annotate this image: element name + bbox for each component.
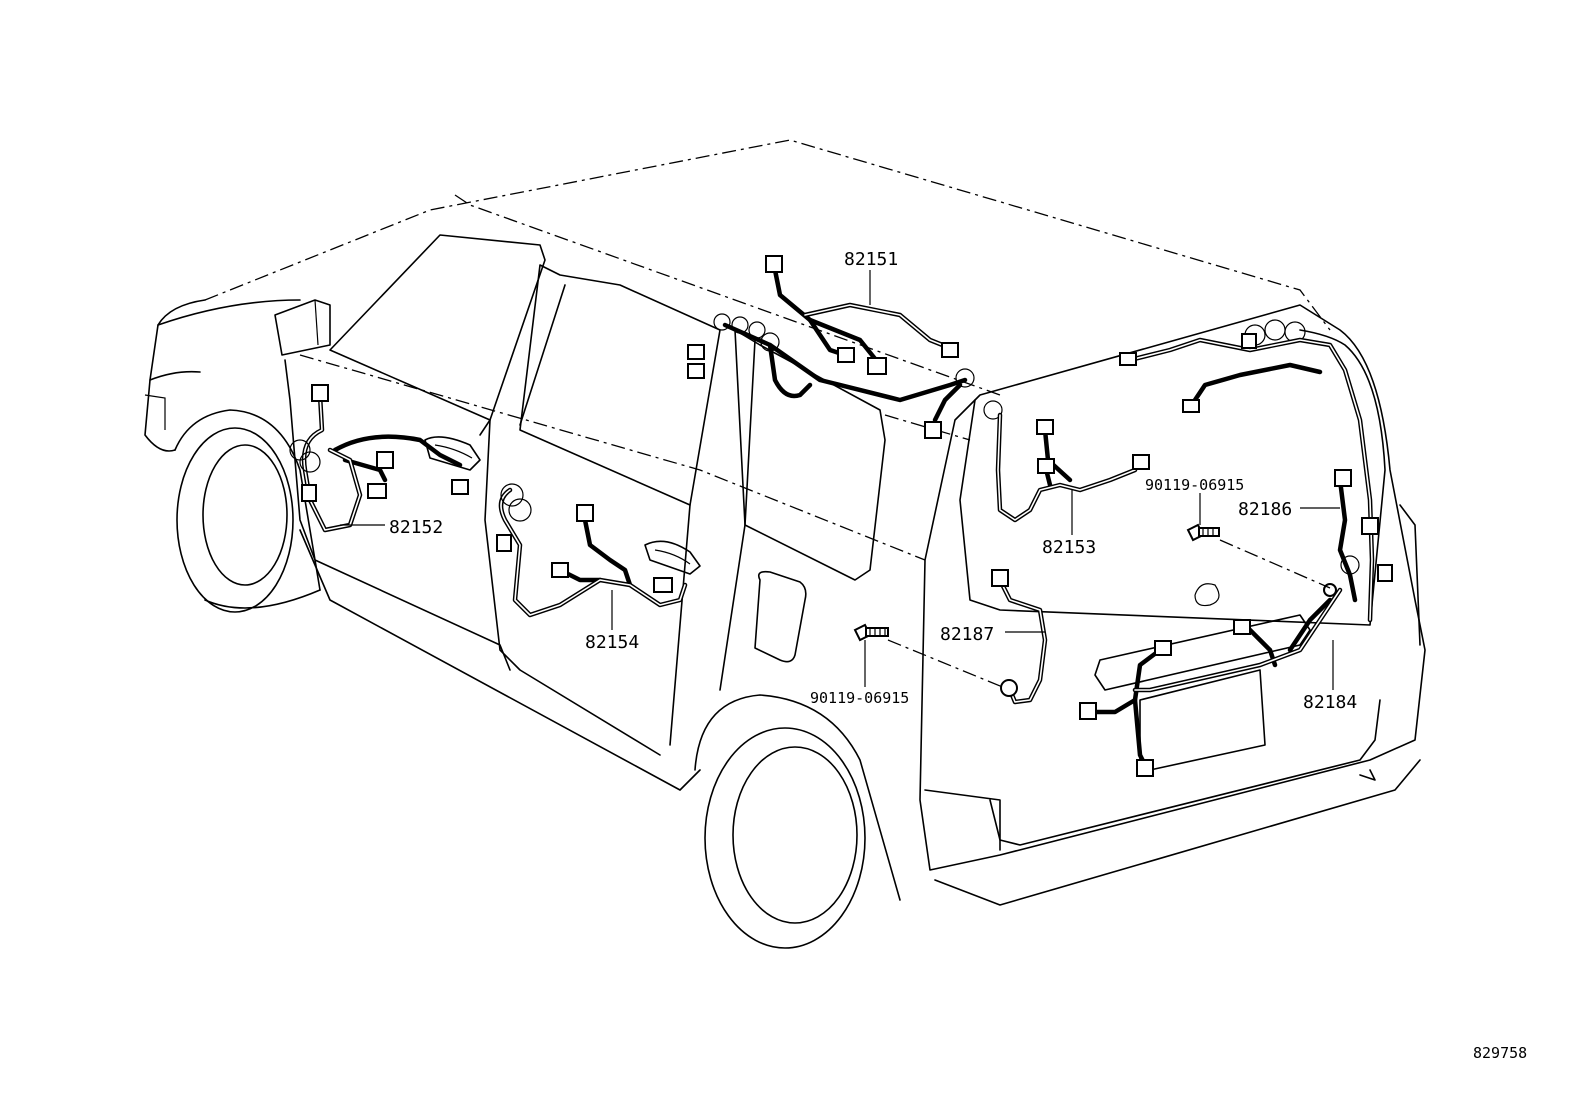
part-labels: 82151 82152 82153 82154 82184 82186 8218… [389,249,1527,1062]
connector [1136,759,1154,777]
label-82154: 82154 [585,632,639,653]
leader-lines [340,270,1340,690]
bolt-left [853,623,889,642]
connector [551,562,569,578]
connector [311,384,329,402]
harness-82184 [1079,583,1343,777]
bolt-right [1186,523,1220,542]
connector [1233,619,1251,635]
connector [941,342,959,358]
connector [451,479,469,495]
harness-82187 [991,569,1048,705]
harness-82186 [1119,333,1393,623]
connector [687,363,705,379]
harness-82154 [496,483,701,618]
connector [1334,469,1352,487]
connector [496,534,512,552]
label-82187: 82187 [940,624,994,645]
connector [1000,679,1018,697]
bolt-right-guide [1219,539,1331,589]
connector [301,484,317,502]
harness-82151 [687,255,1306,439]
connector [653,577,673,593]
connector [1132,454,1150,470]
label-82184: 82184 [1303,692,1357,713]
connector [924,421,942,439]
harness-82153 [995,412,1150,523]
connector [1241,333,1257,349]
connector [376,451,394,469]
connector [1119,352,1137,366]
label-bolt-left: 90119-06915 [810,689,909,707]
connector [1079,702,1097,720]
connector [687,344,705,360]
connector [837,347,855,363]
connector [576,504,594,522]
connector [1361,517,1379,535]
reference-number: 829758 [1473,1044,1527,1062]
label-82186: 82186 [1238,499,1292,520]
connector [1037,458,1055,474]
connector [1377,564,1393,582]
bolt-left-guide [887,639,1006,689]
vehicle-body [144,139,1426,949]
label-bolt-right: 90119-06915 [1145,476,1244,494]
label-82151: 82151 [844,249,898,270]
connector [367,483,387,499]
connector [1154,640,1172,656]
connector [1036,419,1054,435]
connector [991,569,1009,587]
harness-82152 [289,384,481,533]
connector [1182,399,1200,413]
connector [867,357,887,375]
label-82153: 82153 [1042,537,1096,558]
connector [765,255,783,273]
label-82152: 82152 [389,517,443,538]
